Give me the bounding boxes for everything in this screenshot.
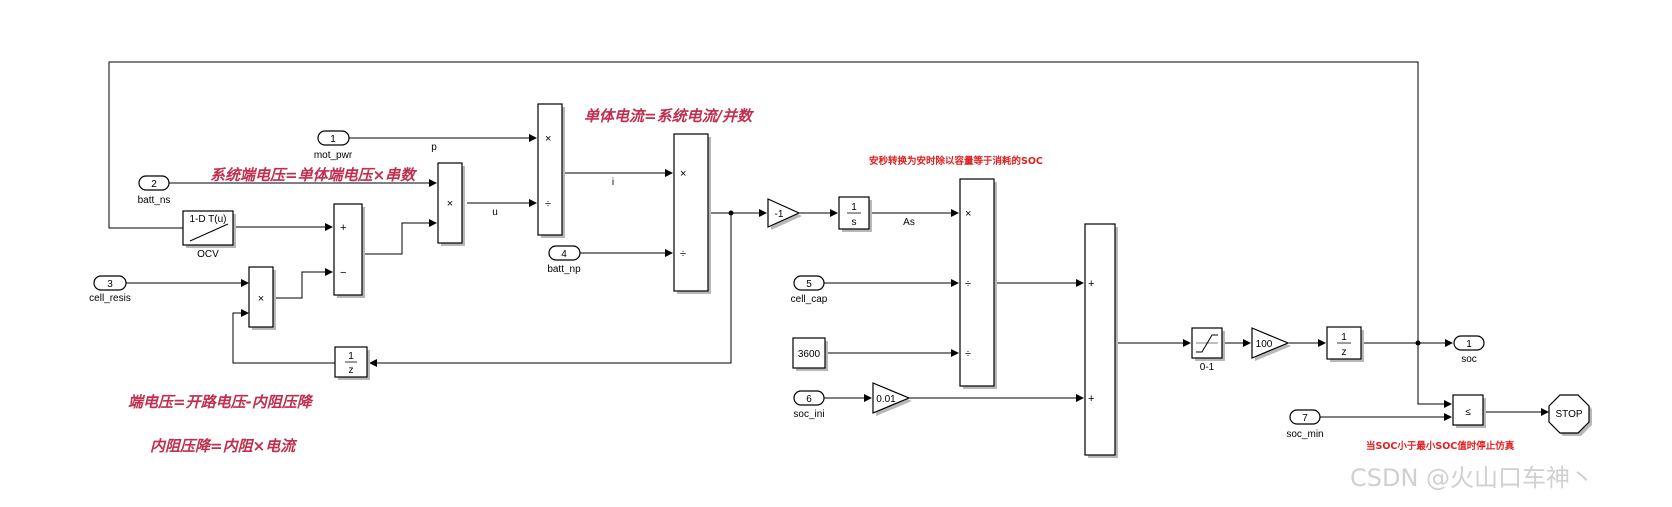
stop-label: STOP — [1555, 409, 1582, 420]
gain-001-block[interactable]: 0.01 — [872, 382, 912, 416]
port-number: 4 — [561, 249, 567, 260]
gain-negative-block[interactable]: -1 — [767, 198, 802, 230]
signal-label-u: u — [492, 207, 498, 218]
integrator-block[interactable]: 1 s — [838, 196, 872, 232]
current-delay-line — [369, 213, 732, 367]
lookup-label: 1-D T(u) — [189, 214, 226, 225]
port-name: batt_ns — [138, 195, 171, 206]
product-ir-block[interactable]: × — [248, 266, 276, 330]
divide-capacity-block[interactable]: × ÷ ÷ — [959, 178, 997, 389]
port-name: batt_np — [547, 264, 581, 275]
divide-sign: ÷ — [965, 278, 971, 290]
integrator-numerator: 1 — [851, 202, 857, 213]
divide-sign: ÷ — [680, 248, 686, 260]
compare-block[interactable]: ≤ — [1452, 394, 1486, 428]
inport-cell-cap[interactable]: 5 cell_cap — [791, 275, 828, 305]
port-name: soc_ini — [793, 409, 824, 420]
port-name: cell_cap — [791, 294, 828, 305]
soc-compare-line — [1417, 343, 1452, 408]
port-name: soc_min — [1286, 429, 1323, 440]
inport-cell-resis[interactable]: 3 cell_resis — [89, 275, 131, 304]
divide-sign: ÷ — [545, 198, 551, 210]
sum-soc-block[interactable]: + + — [1084, 223, 1118, 458]
annotation-terminal-voltage: 端电压=开路电压-内阻压降 — [128, 393, 314, 411]
inport-soc-min[interactable]: 7 soc_min — [1286, 409, 1324, 440]
port-name: cell_resis — [89, 293, 131, 304]
product-series-block[interactable]: × — [437, 162, 465, 246]
annotation-system-voltage: 系统端电压=单体端电压×串数 — [210, 166, 418, 184]
product-sign: × — [545, 133, 551, 145]
signal-lines — [108, 61, 1549, 421]
divide-power-block[interactable]: × ÷ — [537, 103, 565, 238]
product-sign: × — [258, 293, 264, 305]
port-number: 1 — [1466, 339, 1472, 350]
annotation-ir-drop: 内阻压降=内阻×电流 — [150, 437, 298, 455]
saturation-name: 0-1 — [1200, 362, 1215, 373]
divide-sign: ÷ — [965, 348, 971, 360]
delay-numerator: 1 — [1341, 332, 1347, 343]
plus-sign: + — [1088, 393, 1094, 405]
saturation-block[interactable]: 0-1 — [1191, 327, 1225, 373]
product-sign: × — [447, 198, 453, 210]
unit-delay-current-block[interactable]: 1 z — [334, 346, 370, 380]
delay-denominator: z — [1342, 347, 1347, 358]
stop-simulation-block[interactable]: STOP — [1548, 394, 1592, 436]
gain-value: -1 — [775, 209, 784, 220]
plus-sign: + — [1088, 278, 1094, 290]
port-number: 2 — [151, 179, 157, 190]
watermark: CSDN @火山口车神丶 — [1350, 464, 1594, 492]
annotation-as-conversion: 安秒转换为安时除以容量等于消耗的SOC — [869, 155, 1043, 167]
product-sign: × — [965, 208, 971, 220]
outport-soc[interactable]: 1 soc — [1453, 335, 1485, 365]
port-name: mot_pwr — [314, 150, 353, 161]
signal-label-p: p — [431, 142, 437, 153]
soc-feedback-line — [108, 61, 1419, 344]
integrator-denominator: s — [852, 217, 857, 228]
signal-label-as: As — [903, 217, 915, 228]
constant-3600-block[interactable]: 3600 — [792, 337, 828, 371]
port-number: 1 — [330, 134, 336, 145]
product-sign: × — [680, 168, 686, 180]
delay-numerator: 1 — [348, 351, 354, 362]
sum-terminal-voltage-block[interactable]: + − — [333, 203, 365, 298]
plus-sign: + — [340, 222, 346, 234]
delayed-current-line — [232, 309, 335, 364]
gain-100-block[interactable]: 100 — [1251, 327, 1291, 361]
signal-label-i: i — [612, 177, 614, 188]
inport-mot-pwr[interactable]: 1 mot_pwr — [314, 130, 353, 161]
ir-drop-line — [272, 268, 333, 299]
delay-denominator: z — [349, 365, 354, 376]
gain-value: 0.01 — [876, 394, 896, 405]
annotation-cell-current: 单体电流=系统电流/并数 — [584, 107, 755, 125]
gain-value: 100 — [1256, 339, 1273, 350]
unit-delay-soc-block[interactable]: 1 z — [1326, 326, 1364, 362]
lookup-name: OCV — [197, 249, 219, 260]
port-number: 7 — [1302, 413, 1308, 424]
minus-sign: − — [340, 267, 346, 279]
port-number: 6 — [806, 394, 812, 405]
port-number: 5 — [806, 279, 812, 290]
inport-soc-ini[interactable]: 6 soc_ini — [793, 390, 825, 420]
constant-value: 3600 — [798, 349, 821, 360]
inport-batt-ns[interactable]: 2 batt_ns — [138, 175, 171, 206]
inport-batt-np[interactable]: 4 batt_np — [547, 245, 581, 275]
annotation-stop-condition: 当SOC小于最小SOC值时停止仿真 — [1366, 440, 1515, 452]
port-name: soc — [1461, 354, 1477, 365]
ocv-lookup-block[interactable]: 1-D T(u) OCV — [182, 210, 236, 260]
port-number: 3 — [107, 279, 113, 290]
terminal-voltage-line — [364, 219, 437, 255]
compare-operator: ≤ — [1465, 407, 1471, 418]
divide-parallel-block[interactable]: × ÷ — [673, 133, 711, 294]
